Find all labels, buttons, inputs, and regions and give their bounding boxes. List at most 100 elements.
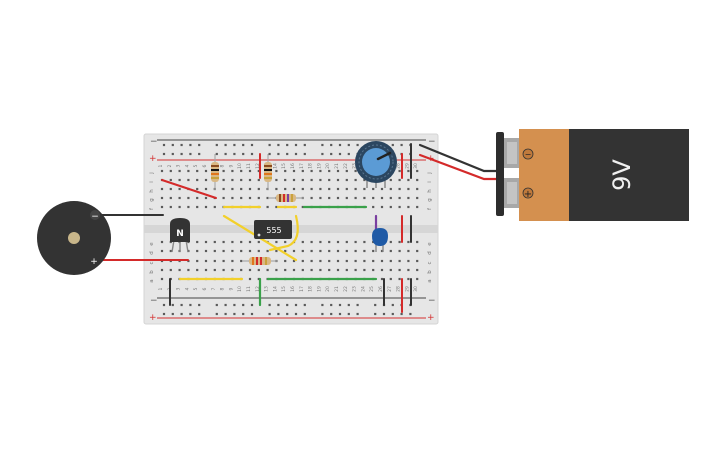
breadboard-hole (178, 268, 181, 272)
breadboard-rail-hole (180, 143, 183, 147)
breadboard-hole (169, 268, 172, 272)
breadboard-hole (257, 277, 260, 281)
breadboard-hole (240, 169, 243, 173)
breadboard-hole (196, 259, 199, 263)
column-number: 2 (167, 164, 173, 167)
breadboard-hole (336, 268, 340, 272)
rail-symbol-bottom-plus-right: + (427, 313, 435, 323)
breadboard-hole (407, 249, 410, 253)
breadboard-hole (213, 268, 216, 272)
potentiometer-pointer (376, 151, 392, 161)
column-number: 12 (255, 163, 261, 169)
breadboard-hole (328, 268, 331, 272)
column-number: 20 (325, 286, 331, 292)
breadboard-hole (266, 205, 269, 209)
breadboard-rail-hole (338, 312, 342, 316)
column-number: 19 (316, 163, 322, 169)
resistor-4[interactable] (242, 257, 278, 265)
breadboard-holes (160, 143, 419, 316)
breadboard-rail-hole (321, 303, 324, 307)
breadboard-hole (266, 268, 269, 272)
battery-9v[interactable]: − + 9V (496, 129, 689, 221)
breadboard-hole (301, 240, 304, 244)
breadboard-hole (222, 259, 225, 263)
column-number: 15 (281, 286, 287, 292)
breadboard-hole (196, 196, 199, 200)
breadboard-hole (336, 240, 340, 244)
breadboard-rail-hole (189, 303, 192, 307)
breadboard-hole (345, 268, 348, 272)
column-number: 8 (220, 164, 226, 167)
battery-wire-red[interactable] (418, 153, 498, 181)
rail-symbol-top-minus-left: − (150, 137, 158, 147)
column-number: 21 (334, 286, 340, 292)
resistor-2[interactable] (264, 154, 272, 190)
breadboard-rail-hole (224, 152, 227, 156)
column-number: 27 (387, 286, 393, 292)
resistor-1[interactable] (211, 154, 219, 190)
transistor-npn[interactable]: N (170, 218, 190, 253)
breadboard-hole (248, 169, 252, 173)
breadboard-hole (398, 169, 401, 173)
buzzer[interactable]: − + (37, 201, 111, 275)
breadboard-hole (416, 268, 419, 272)
buzzer-center (68, 232, 80, 244)
breadboard-rail-hole (277, 152, 280, 156)
breadboard-hole (398, 240, 401, 244)
row-letter-j: j (149, 172, 155, 175)
breadboard-hole (257, 169, 260, 173)
breadboard-hole (160, 240, 164, 244)
breadboard-hole (328, 240, 331, 244)
wire-yellow-loop[interactable] (268, 214, 299, 252)
breadboard-hole (416, 249, 419, 253)
column-number: 30 (413, 163, 419, 169)
breadboard-hole (196, 268, 199, 272)
breadboard-rail-hole (391, 143, 394, 147)
breadboard-hole (398, 187, 401, 191)
breadboard-hole (416, 169, 419, 173)
breadboard-hole (389, 178, 392, 182)
wire-red-diagonal[interactable] (161, 179, 217, 199)
column-number: 1 (158, 164, 164, 167)
row-letter-d: d (149, 251, 155, 255)
breadboard-hole (310, 259, 313, 263)
breadboard-hole (240, 178, 243, 182)
breadboard-hole (407, 205, 410, 209)
breadboard-hole (292, 187, 296, 191)
breadboard-hole (389, 240, 392, 244)
breadboard-hole (284, 187, 287, 191)
row-letter-g: g (427, 198, 433, 202)
breadboard-rail-hole (347, 303, 350, 307)
row-letter-d: d (427, 251, 433, 255)
column-number: 6 (202, 287, 208, 290)
potentiometer-knob[interactable] (362, 148, 390, 176)
breadboard-hole (345, 169, 348, 173)
breadboard-hole (222, 240, 225, 244)
breadboard-hole (178, 196, 181, 200)
column-number: 17 (299, 286, 305, 292)
potentiometer[interactable] (355, 141, 397, 188)
battery-wire-black[interactable] (418, 143, 498, 173)
resistor-3[interactable] (268, 194, 304, 202)
column-number: 11 (246, 163, 252, 169)
breadboard-hole (319, 169, 322, 173)
breadboard-hole (196, 240, 199, 244)
breadboard-hole (372, 205, 375, 209)
column-number: 8 (220, 287, 226, 290)
column-number: 3 (176, 287, 182, 290)
column-number: 6 (202, 164, 208, 167)
breadboard-hole (407, 240, 410, 244)
breadboard-hole (204, 196, 208, 200)
row-letter-a: a (149, 279, 155, 282)
ic-555[interactable]: 555 (254, 220, 292, 239)
breadboard-rail-hole (250, 303, 254, 307)
capacitor[interactable] (372, 228, 388, 252)
breadboard-hole (231, 268, 234, 272)
breadboard-hole (345, 178, 348, 182)
breadboard-hole (363, 196, 366, 200)
breadboard-hole (389, 259, 392, 263)
breadboard-hole (275, 205, 278, 209)
breadboard-hole (354, 187, 357, 191)
breadboard-hole (275, 268, 278, 272)
